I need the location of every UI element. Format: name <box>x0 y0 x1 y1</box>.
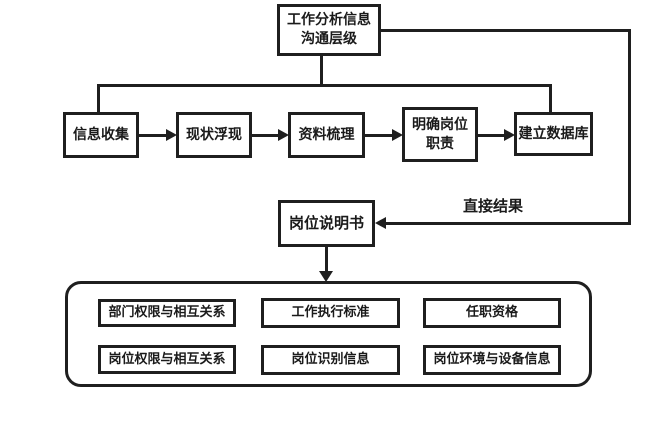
node-info-collection-label: 信息收集 <box>73 126 129 143</box>
connector-step3-step4 <box>365 134 393 137</box>
arrow-right-icon <box>392 129 403 141</box>
connector-distribution-line <box>97 84 552 87</box>
node-job-description: 岗位说明书 <box>278 200 375 247</box>
node-info-collection: 信息收集 <box>63 112 139 158</box>
arrow-right-icon <box>166 129 177 141</box>
output-dept-authority: 部门权限与相互关系 <box>98 299 236 327</box>
node-clarify-duties: 明确岗位 职责 <box>402 107 478 162</box>
output-dept-authority-label: 部门权限与相互关系 <box>108 305 226 321</box>
node-current-situation: 现状浮现 <box>176 112 252 158</box>
arrow-left-icon <box>375 217 386 229</box>
arrow-down-icon <box>319 271 333 282</box>
node-clarify-duties-line1: 明确岗位 <box>412 116 468 133</box>
node-data-sorting: 资料梳理 <box>288 112 365 158</box>
node-data-sorting-label: 资料梳理 <box>298 126 355 143</box>
output-work-standards: 工作执行标准 <box>261 298 400 328</box>
output-post-authority-label: 岗位权限与相互关系 <box>108 351 226 367</box>
node-build-database-label: 建立数据库 <box>518 125 589 142</box>
output-post-identification: 岗位识别信息 <box>261 345 400 375</box>
node-build-database: 建立数据库 <box>514 112 593 156</box>
connector-result-horizontal <box>385 222 631 225</box>
node-clarify-duties-line2: 职责 <box>426 135 454 152</box>
output-work-standards-label: 工作执行标准 <box>291 305 370 321</box>
output-environment-equipment-label: 岗位环境与设备信息 <box>433 352 551 368</box>
connector-result-drop <box>325 247 328 273</box>
connector-step1-step2 <box>139 134 167 137</box>
output-panel: 部门权限与相互关系 工作执行标准 任职资格 岗位权限与相互关系 岗位识别信息 岗… <box>65 281 592 387</box>
node-current-situation-label: 现状浮现 <box>186 126 242 143</box>
output-post-identification-label: 岗位识别信息 <box>291 352 370 368</box>
node-communication-hierarchy-line1: 工作分析信息 <box>287 12 371 29</box>
output-qualifications-label: 任职资格 <box>465 305 518 321</box>
connector-drop-left <box>97 84 100 113</box>
connector-step2-step3 <box>252 134 279 137</box>
node-communication-hierarchy-line2: 沟通层级 <box>301 31 357 47</box>
node-job-description-label: 岗位说明书 <box>288 214 364 233</box>
connector-drop-right <box>549 84 552 113</box>
output-post-authority: 岗位权限与相互关系 <box>98 345 236 374</box>
direct-result-label: 直接结果 <box>463 197 524 215</box>
connector-topright-horizontal <box>381 29 631 32</box>
connector-step4-step5 <box>478 134 505 137</box>
connector-right-vertical <box>628 29 631 225</box>
arrow-right-icon <box>278 129 289 141</box>
output-qualifications: 任职资格 <box>423 298 561 328</box>
arrow-right-icon <box>504 129 515 141</box>
connector-top-drop <box>320 56 323 86</box>
output-environment-equipment: 岗位环境与设备信息 <box>423 345 561 375</box>
node-communication-hierarchy: 工作分析信息 沟通层级 <box>277 4 381 56</box>
